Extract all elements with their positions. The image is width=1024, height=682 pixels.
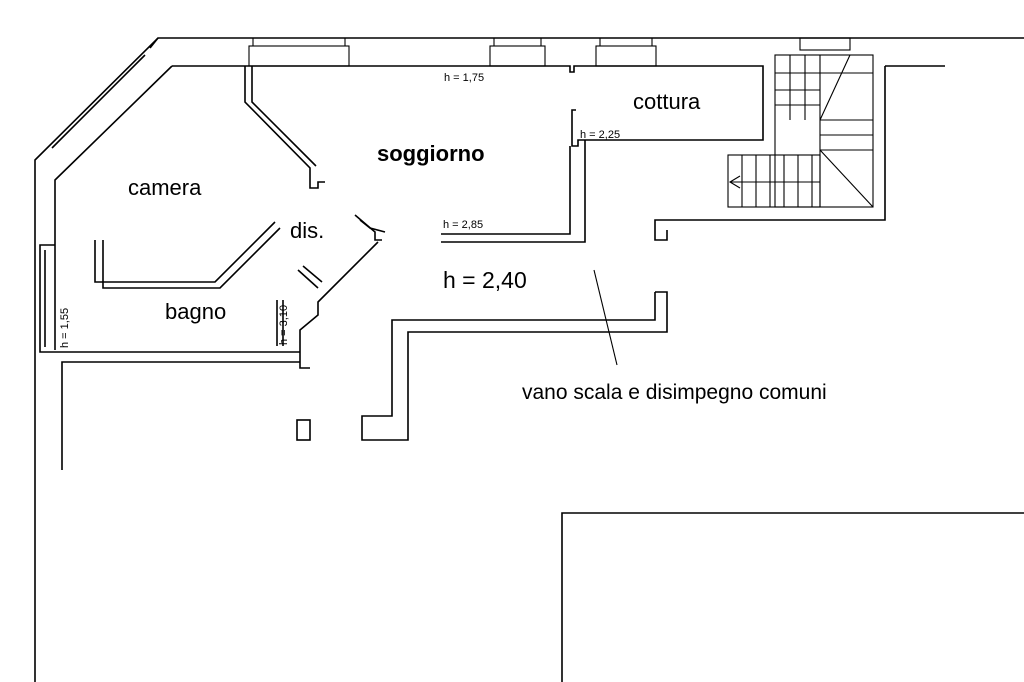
windows [248, 37, 851, 67]
room-label-bagno: bagno [165, 299, 226, 324]
apartment-walls [39, 37, 764, 369]
height-label-240: h = 2,40 [443, 267, 527, 293]
room-label-cottura: cottura [633, 89, 701, 114]
room-label-dis: dis. [290, 218, 324, 243]
staircase [727, 54, 874, 208]
common-area-label: vano scala e disimpegno comuni [522, 381, 827, 404]
hallway-walls [61, 269, 1024, 682]
height-label-225: h = 2,25 [580, 129, 620, 141]
room-label-camera: camera [128, 175, 202, 200]
room-label-soggiorno: soggiorno [377, 141, 485, 166]
height-label-285: h = 2,85 [443, 219, 483, 231]
height-label-155: h = 1,55 [59, 308, 71, 348]
height-label-310: h = 3,10 [278, 305, 290, 345]
outer-walls [34, 37, 1024, 682]
height-label-175: h = 1,75 [444, 72, 484, 84]
